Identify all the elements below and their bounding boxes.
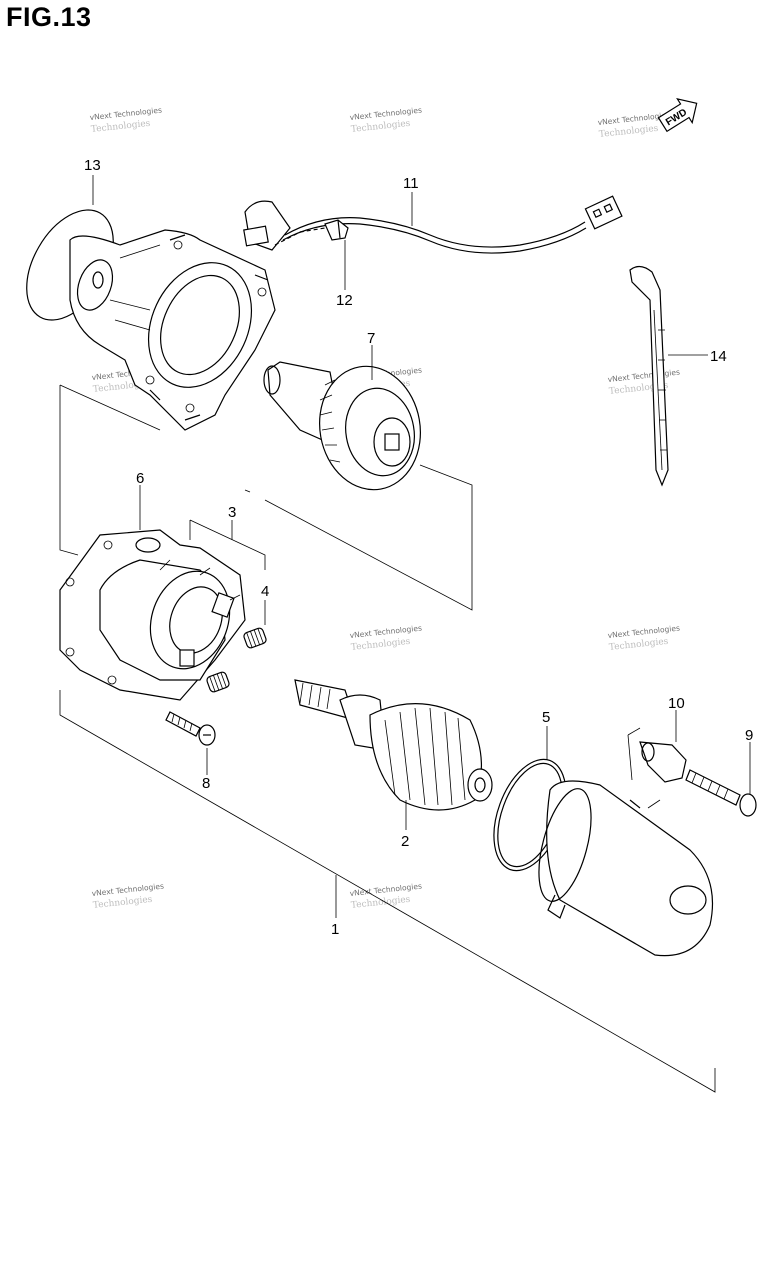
assembly-outline-upper [59, 384, 473, 611]
callout-8: 8 [202, 775, 210, 792]
part-4-springs [206, 627, 267, 693]
svg-text:Technologies: Technologies [599, 124, 660, 140]
callout-14: 14 [710, 348, 727, 365]
motor-yoke [538, 780, 713, 957]
callout-labels: 13 11 12 7 14 6 3 4 8 2 5 10 9 1 [84, 157, 753, 938]
watermark: Technologies vNext Technologies [91, 881, 164, 911]
callout-6: 6 [136, 470, 144, 487]
svg-text:Technologies: Technologies [351, 637, 412, 653]
watermark: Technologies vNext Technologies [349, 881, 422, 911]
callout-12: 12 [336, 292, 353, 309]
watermark: Technologies vNext Technologies [607, 623, 680, 653]
watermark: Technologies vNext Technologies [597, 110, 670, 140]
part-2-armature [294, 679, 493, 811]
watermark: Technologies vNext Technologies [349, 105, 422, 135]
svg-text:vNext Technologies: vNext Technologies [349, 105, 422, 122]
part-7-drive-gear [263, 361, 422, 491]
svg-text:vNext Technologies: vNext Technologies [349, 623, 422, 640]
part-12-screw [274, 219, 349, 246]
leader-lines [92, 175, 751, 918]
svg-text:vNext Technologies: vNext Technologies [607, 623, 680, 640]
part-11-lead-wire [243, 195, 623, 254]
svg-text:Technologies: Technologies [91, 119, 152, 135]
callout-2: 2 [401, 833, 409, 850]
svg-text:vNext Technologies: vNext Technologies [89, 105, 162, 122]
callout-11: 11 [403, 175, 419, 192]
callout-13: 13 [84, 157, 101, 174]
callout-3: 3 [228, 504, 236, 521]
svg-text:Technologies: Technologies [93, 895, 154, 911]
part-3-bracket [189, 519, 266, 570]
watermark: Technologies vNext Technologies [607, 367, 680, 396]
front-housing [69, 229, 276, 431]
part-6-brush-housing [59, 529, 246, 701]
part-8-bolt [165, 711, 216, 746]
svg-text:Technologies: Technologies [609, 637, 670, 653]
watermark: Technologies vNext Technologies [89, 105, 162, 135]
svg-text:Technologies: Technologies [351, 895, 412, 911]
assembly-outline-rear [627, 727, 661, 809]
callout-5: 5 [542, 709, 550, 726]
callout-7: 7 [367, 330, 375, 347]
part-14-cable-tie [629, 265, 669, 487]
part-9-long-bolt [685, 769, 757, 817]
callout-10: 10 [668, 695, 685, 712]
watermark: Technologies vNext Technologies [349, 623, 422, 653]
callout-4: 4 [261, 583, 269, 600]
assembly-outline-main [59, 690, 716, 1093]
svg-text:vNext Technologies: vNext Technologies [607, 367, 680, 384]
svg-text:vNext Technologies: vNext Technologies [349, 881, 422, 898]
callout-9: 9 [745, 727, 753, 744]
svg-text:Technologies: Technologies [351, 119, 412, 135]
svg-text:vNext Technologies: vNext Technologies [91, 881, 164, 898]
callout-1: 1 [331, 921, 339, 938]
part-10-terminal-cap [639, 741, 687, 783]
figure-title: FIG.13 [6, 2, 92, 32]
